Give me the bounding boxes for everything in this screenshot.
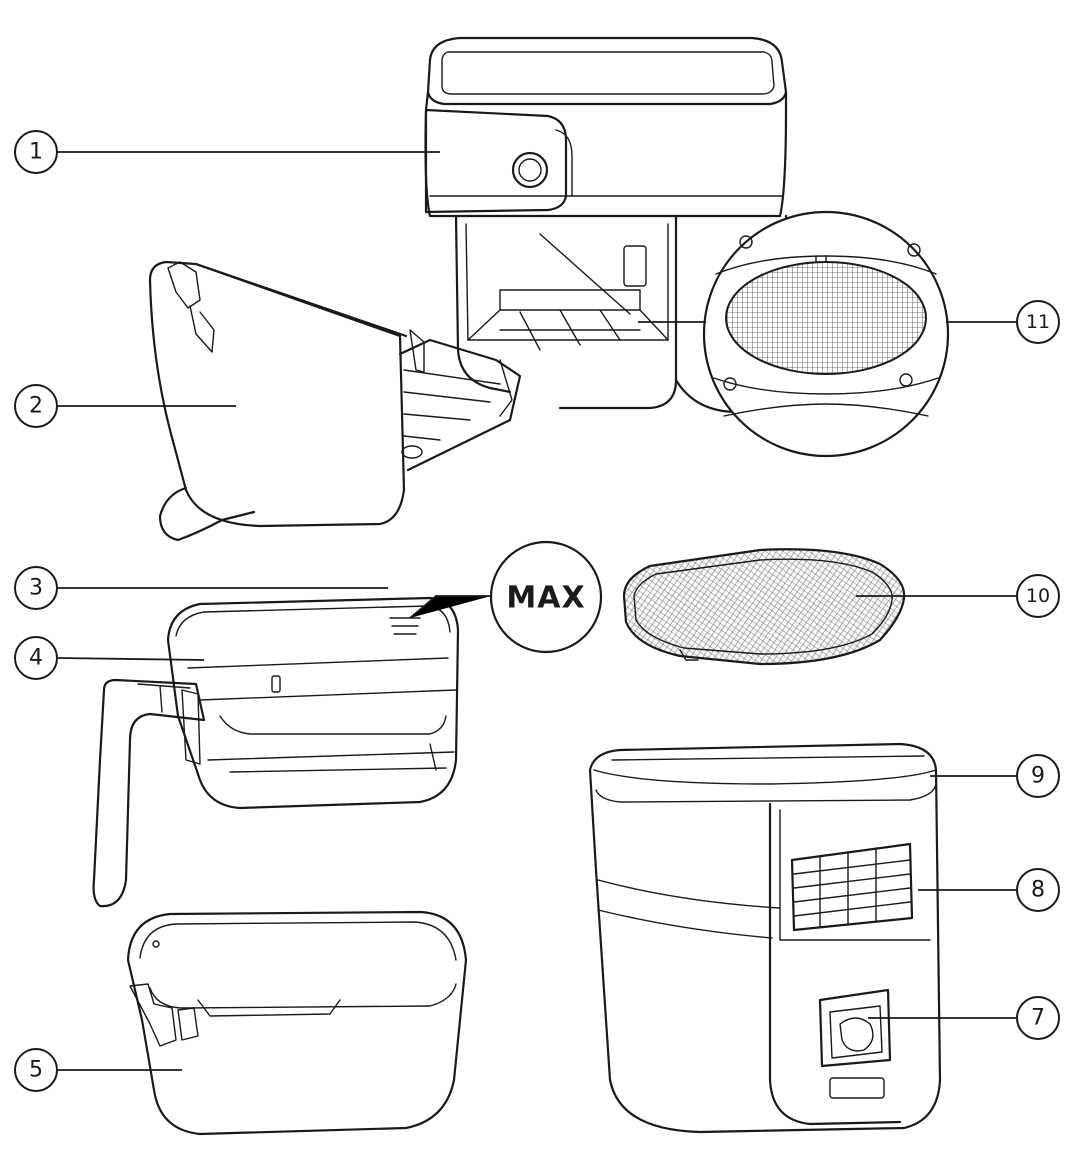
callout-11-label: 11	[1026, 311, 1050, 333]
callout-9-label: 9	[1031, 764, 1045, 789]
callout-1-label: 1	[29, 140, 43, 165]
callout-10-label: 10	[1026, 585, 1050, 607]
callout-4: 4	[14, 636, 58, 680]
air-outlet-grille	[790, 842, 914, 932]
callout-8: 8	[1016, 868, 1060, 912]
callout-11: 11	[1016, 300, 1060, 344]
callout-leaders	[57, 151, 1016, 1071]
callout-9: 9	[1016, 754, 1060, 798]
callout-3: 3	[14, 566, 58, 610]
callout-2-label: 2	[29, 394, 43, 419]
callout-5: 5	[14, 1048, 58, 1092]
drawer-shell	[148, 260, 522, 542]
callout-7-label: 7	[1031, 1006, 1045, 1031]
callout-4-label: 4	[29, 646, 43, 671]
callout-8-label: 8	[1031, 878, 1045, 903]
appliance-rear-view	[588, 742, 942, 1134]
leader-4	[57, 657, 205, 661]
control-knob-icon	[511, 151, 549, 189]
mesh-plate	[622, 548, 906, 666]
max-level-marker: MAX	[489, 540, 603, 654]
control-panel	[424, 108, 573, 214]
callout-10: 10	[1016, 574, 1060, 618]
callout-3-label: 3	[29, 576, 43, 601]
power-socket	[818, 988, 892, 1099]
callout-5-label: 5	[29, 1058, 43, 1083]
cooking-basket	[92, 596, 460, 908]
drawer-pan	[126, 910, 468, 1136]
heating-element-zoom	[702, 210, 950, 458]
callout-1: 1	[14, 130, 58, 174]
max-connector-line	[409, 595, 491, 619]
max-marker-text: MAX	[506, 581, 585, 616]
callout-2: 2	[14, 384, 58, 428]
appliance-main-unit	[424, 36, 788, 414]
callout-7: 7	[1016, 996, 1060, 1040]
